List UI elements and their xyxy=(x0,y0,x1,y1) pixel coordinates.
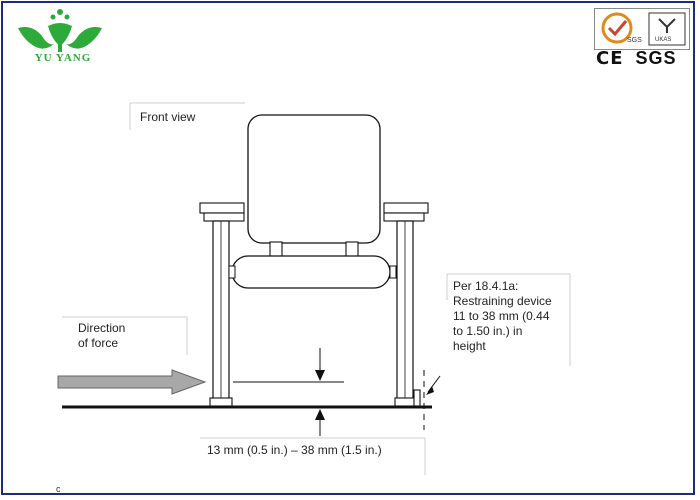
chair-backrest xyxy=(247,114,381,244)
dimension-arrow-top-head xyxy=(315,370,325,381)
armrest-bracket-right xyxy=(383,212,425,222)
force-arrow xyxy=(57,369,207,395)
measurement-box xyxy=(200,437,426,475)
brand-name: YU YANG xyxy=(34,52,92,64)
sgs-mark: SGS xyxy=(635,48,677,68)
ce-sgs-marks: CE SGS xyxy=(596,48,677,69)
chair-seat xyxy=(231,255,391,289)
stray-mark: c xyxy=(56,484,61,494)
svg-text:UKAS: UKAS xyxy=(655,37,671,43)
restraining-device-note: Per 18.4.1a: Restraining device 11 to 38… xyxy=(453,279,552,353)
restraint-box xyxy=(446,273,571,366)
yuyang-logo xyxy=(18,9,102,52)
ce-mark: CE xyxy=(596,48,624,69)
front-view-label: Front view xyxy=(140,110,196,124)
svg-text:SGS: SGS xyxy=(627,37,642,44)
seat-bracket-right xyxy=(389,265,397,279)
restraining-device xyxy=(413,389,421,407)
restraint-leader-head xyxy=(426,386,434,395)
direction-of-force-label: Direction of force xyxy=(78,321,126,350)
certification-badges: SGS UKAS xyxy=(594,8,690,50)
foot-left xyxy=(209,397,233,407)
direction-box xyxy=(62,316,188,355)
page-frame xyxy=(1,1,695,495)
seat-bracket-left xyxy=(228,265,236,279)
dimension-arrow-bottom-head xyxy=(315,409,325,420)
armrest-pad-right xyxy=(383,202,429,214)
armrest-pad-left xyxy=(199,202,245,214)
armrest-bracket-left xyxy=(203,212,245,222)
front-view-box xyxy=(129,102,245,130)
measurement-label: 13 mm (0.5 in.) – 38 mm (1.5 in.) xyxy=(207,443,382,457)
sgs-ukas-badge-icon: SGS UKAS xyxy=(601,12,686,46)
